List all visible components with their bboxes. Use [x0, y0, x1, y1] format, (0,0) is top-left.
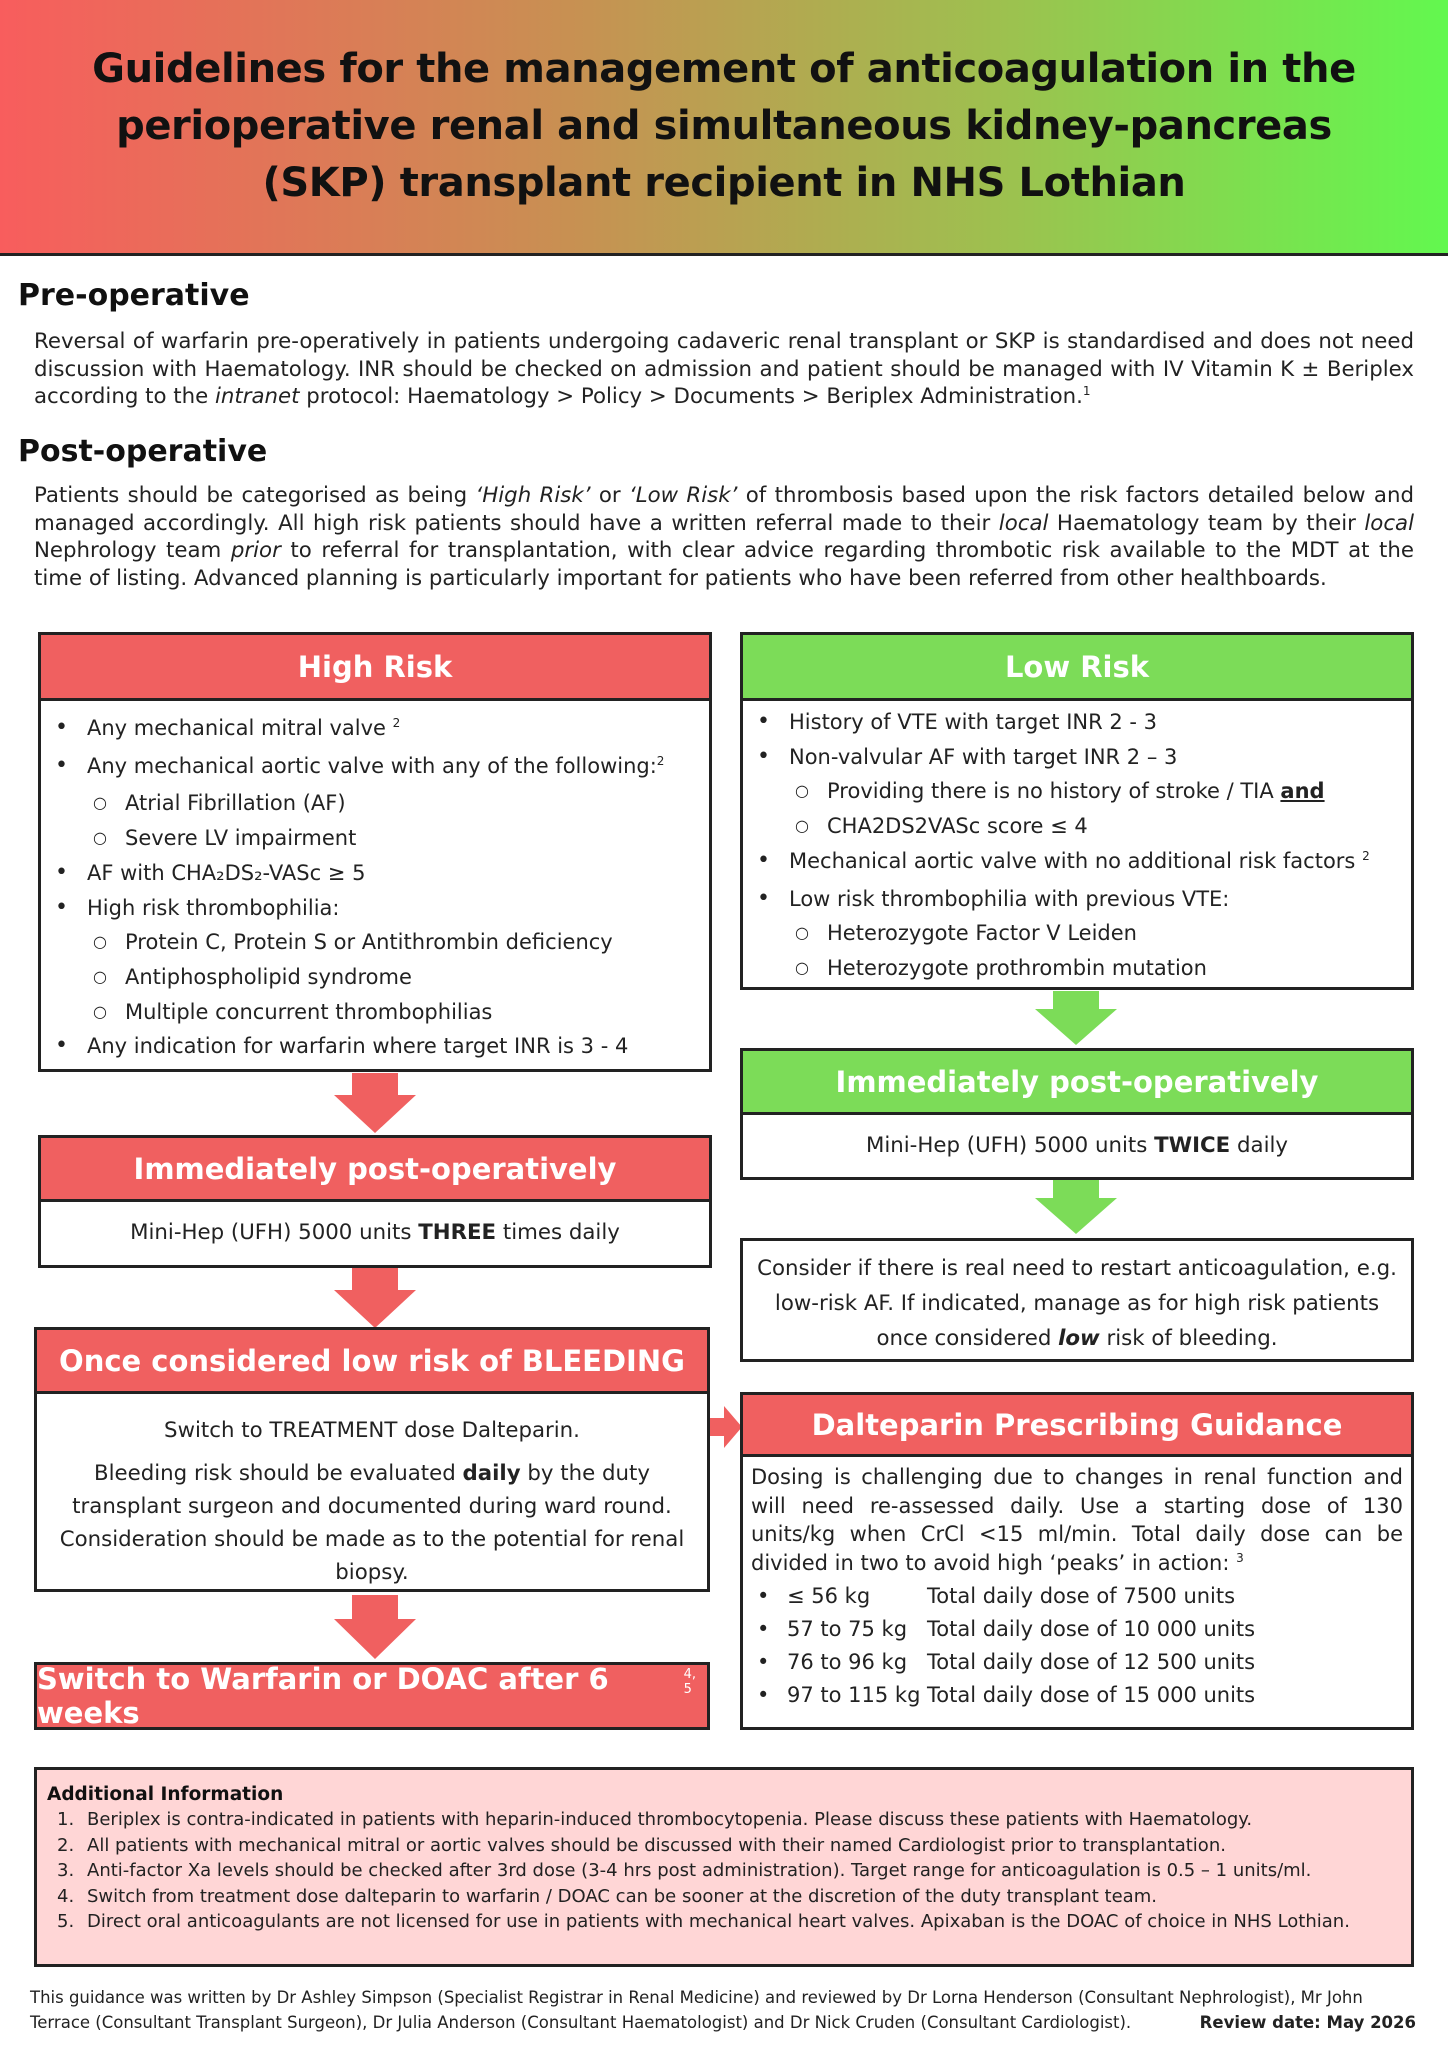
list-item: Any mechanical mitral valve 2 [41, 711, 709, 749]
additional-info-title: Additional Information [47, 1784, 284, 1805]
dose-weight: 97 to 115 kg [787, 1683, 921, 1707]
bleeding-title: Once considered low risk of BLEEDING [37, 1330, 707, 1394]
dose-weight: 76 to 96 kg [787, 1650, 908, 1674]
postop-heading: Post-operative [18, 434, 268, 469]
dalteparin-title: Dalteparin Prescribing Guidance [743, 1395, 1411, 1457]
list-item: Antiphospholipid syndrome [41, 960, 709, 995]
switch-box: Switch to Warfarin or DOAC after 6 weeks… [34, 1662, 710, 1730]
list-item: 3.Anti-factor Xa levels should be checke… [57, 1860, 1312, 1882]
list-item: Heterozygote prothrombin mutation [743, 951, 1411, 986]
dose-table: • ≤ 56 kg Total daily dose of 7500 units • 5… [751, 1580, 1411, 1712]
dose-value: Total daily dose of 10 000 units [927, 1617, 1256, 1641]
high-risk-list: Any mechanical mitral valve 2 Any mechan… [41, 701, 709, 1064]
footer-text: This guidance was written by Dr Ashley S… [30, 1988, 1363, 2032]
down-arrow-icon [1035, 1180, 1117, 1234]
dose-row: • 57 to 75 kg Total daily dose of 10 000 u… [751, 1613, 1411, 1646]
bullet-icon: • [757, 1650, 770, 1674]
dose-value: Total daily dose of 7500 units [927, 1584, 1236, 1608]
list-item: Mechanical aortic valve with no addition… [743, 844, 1411, 882]
list-item: Protein C, Protein S or Antithrombin def… [41, 925, 709, 960]
bleeding-text-2: Bleeding risk should be evaluated daily … [59, 1461, 685, 1585]
low-risk-list: History of VTE with target INR 2 - 3 Non… [743, 701, 1411, 986]
low-postop-text: Mini-Hep (UFH) 5000 units TWICE daily [865, 1133, 1289, 1158]
dose-weight: ≤ 56 kg [787, 1584, 871, 1608]
list-item: Atrial Fibrillation (AF) [41, 786, 709, 821]
list-item: Heterozygote Factor V Leiden [743, 916, 1411, 951]
preop-heading: Pre-operative [18, 278, 250, 313]
bleeding-box: Once considered low risk of BLEEDING Swi… [34, 1327, 710, 1592]
list-item: Providing there is no history of stroke … [743, 774, 1411, 809]
high-risk-title: High Risk [41, 635, 709, 701]
down-arrow-icon [1035, 991, 1117, 1045]
down-arrow-icon [334, 1073, 416, 1133]
list-item: History of VTE with target INR 2 - 3 [743, 705, 1411, 740]
list-item: AF with CHA₂DS₂-VASc ≥ 5 [41, 856, 709, 891]
dose-value: Total daily dose of 12 500 units [927, 1650, 1256, 1674]
additional-info-box: Additional Information 1.Beriplex is con… [34, 1767, 1414, 1967]
review-date: Review date: May 2026 [1199, 2013, 1416, 2032]
list-item: 2.All patients with mechanical mitral or… [57, 1834, 1226, 1856]
dalteparin-box: Dalteparin Prescribing Guidance Dosing i… [740, 1392, 1414, 1730]
list-item: Any mechanical aortic valve with any of … [41, 749, 709, 787]
dalteparin-text: Dosing is challenging due to changes in … [751, 1465, 1403, 1575]
list-item: Low risk thrombophilia with previous VTE… [743, 882, 1411, 917]
bullet-icon: • [757, 1617, 770, 1641]
consider-text: Consider if there is real need to restar… [757, 1256, 1397, 1351]
list-item: Severe LV impairment [41, 821, 709, 856]
consider-box: Consider if there is real need to restar… [740, 1238, 1414, 1362]
dose-row: • 76 to 96 kg Total daily dose of 12 500 u… [751, 1646, 1411, 1679]
high-postop-text: Mini-Hep (UFH) 5000 units THREE times da… [130, 1220, 620, 1245]
dose-weight: 57 to 75 kg [787, 1617, 908, 1641]
list-item: High risk thrombophilia: [41, 891, 709, 926]
high-risk-box: High Risk Any mechanical mitral valve 2 … [38, 632, 712, 1072]
low-risk-box: Low Risk History of VTE with target INR … [740, 632, 1414, 990]
footer: This guidance was written by Dr Ashley S… [30, 1985, 1416, 2035]
high-postop-title: Immediately post-operatively [41, 1138, 709, 1202]
postop-paragraph: Patients should be categorised as being … [34, 483, 1414, 591]
bullet-icon: • [757, 1584, 770, 1608]
header-banner: Guidelines for the management of anticoa… [0, 0, 1448, 256]
low-postop-box: Immediately post-operatively Mini-Hep (U… [740, 1048, 1414, 1180]
list-item: 5.Direct oral anticoagulants are not lic… [57, 1911, 1350, 1933]
list-item: Non-valvular AF with target INR 2 – 3 [743, 740, 1411, 775]
switch-title: Switch to Warfarin or DOAC after 6 weeks… [37, 1662, 707, 1730]
down-arrow-icon [334, 1595, 416, 1659]
high-postop-box: Immediately post-operatively Mini-Hep (U… [38, 1135, 712, 1268]
low-risk-title: Low Risk [743, 635, 1411, 701]
dose-row: • ≤ 56 kg Total daily dose of 7500 units [751, 1580, 1411, 1613]
low-postop-title: Immediately post-operatively [743, 1051, 1411, 1115]
right-arrow-icon [708, 1406, 742, 1448]
dose-value: Total daily dose of 15 000 units [927, 1683, 1256, 1707]
list-item: 1.Beriplex is contra-indicated in patien… [57, 1809, 1253, 1830]
additional-info-list: 1.Beriplex is contra-indicated in patien… [47, 1807, 1401, 1935]
list-item: Multiple concurrent thrombophilias [41, 995, 709, 1030]
page-title: Guidelines for the management of anticoa… [92, 46, 1356, 206]
list-item: Any indication for warfarin where target… [41, 1029, 709, 1064]
list-item: 4.Switch from treatment dose dalteparin … [57, 1885, 1157, 1907]
preop-paragraph: Reversal of warfarin pre-operatively in … [34, 329, 1414, 409]
bleeding-text-1: Switch to TREATMENT dose Dalteparin. [164, 1418, 580, 1443]
list-item: CHA2DS2VASc score ≤ 4 [743, 809, 1411, 844]
bullet-icon: • [757, 1683, 770, 1707]
down-arrow-icon [334, 1268, 416, 1328]
